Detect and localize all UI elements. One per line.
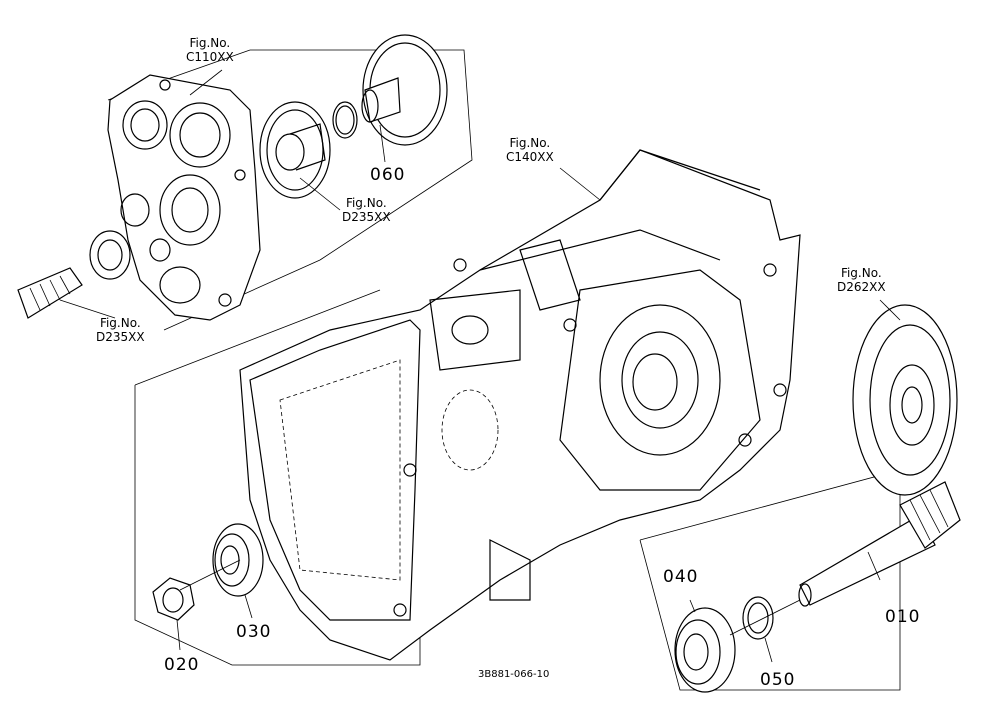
fig-ref-code: C140XX: [506, 150, 554, 164]
fig-ref-d235-left: Fig.No. D235XX: [96, 316, 145, 344]
middle-gear: [259, 101, 331, 199]
bearing-030: [212, 523, 264, 619]
fig-ref-code: D235XX: [96, 330, 145, 344]
circlip: [332, 101, 358, 139]
fig-ref-prefix: Fig.No.: [345, 196, 387, 210]
pinion-shaft-010: [798, 481, 961, 607]
fig-ref-d262: Fig.No. D262XX: [837, 266, 886, 294]
fig-ref-d235-top: Fig.No. D235XX: [342, 196, 391, 224]
fig-ref-code: C110XX: [186, 50, 234, 64]
input-shaft: [17, 230, 131, 319]
fig-ref-prefix: Fig.No.: [509, 136, 551, 150]
part-number-060: 060: [370, 165, 406, 185]
pinion-frame: [639, 469, 901, 691]
drawing-code: 3B881-066-10: [478, 669, 550, 680]
part-number-020: 020: [164, 655, 200, 675]
fig-ref-code: D262XX: [837, 280, 886, 294]
gear-060: [361, 34, 448, 163]
part-number-040: 040: [663, 567, 699, 587]
fig-ref-prefix: Fig.No.: [99, 316, 141, 330]
part-number-010: 010: [885, 607, 921, 627]
part-number-030: 030: [236, 622, 272, 642]
bearing-040: [674, 599, 736, 693]
fig-ref-c140: Fig.No. C140XX: [506, 136, 554, 164]
part-number-050: 050: [760, 670, 796, 690]
fig-ref-c110: Fig.No. C110XX: [186, 36, 234, 64]
nut-020: [152, 577, 195, 651]
fig-ref-code: D235XX: [342, 210, 391, 224]
cover-plate: [107, 74, 261, 321]
fig-ref-prefix: Fig.No.: [840, 266, 882, 280]
transmission-housing: [239, 149, 801, 661]
fig-ref-prefix: Fig.No.: [189, 36, 231, 50]
bevel-ring-gear: [852, 304, 958, 496]
shim-050: [742, 596, 774, 663]
